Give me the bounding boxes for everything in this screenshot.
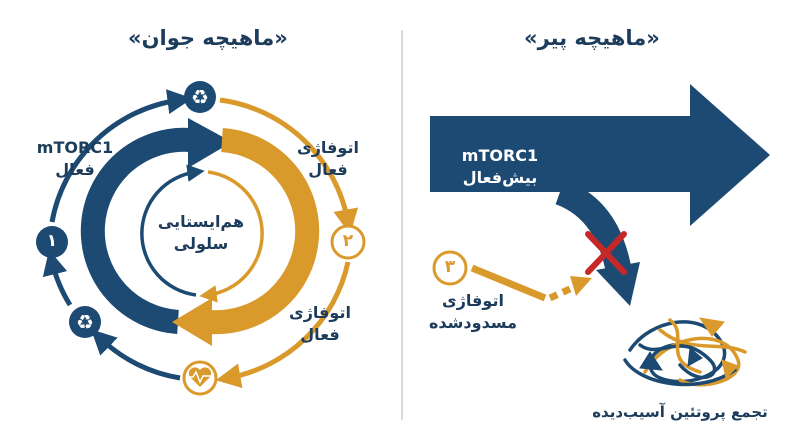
recycle-icon: ♻: [184, 81, 216, 113]
mtorc1-hyperactive-label: mTORC1 بیش‌فعال: [461, 146, 539, 187]
young-muscle-title: «ماهیچه جوان»: [128, 26, 288, 50]
hyperactive-mtorc-arrow: [430, 84, 770, 226]
outer-arrow-gold-bottom: [215, 261, 351, 389]
inner-arrow-navy: [80, 127, 191, 334]
inner-cycle: [80, 118, 320, 346]
cellular-homeostasis-label: هم‌ایستایی سلولی: [157, 212, 245, 253]
damaged-protein-aggregate-label: تجمع پروتئین آسیب‌دیده: [592, 403, 768, 421]
inner-arrow-gold: [209, 128, 320, 335]
panel-divider: [401, 30, 403, 420]
inner-arrow-gold-head: [172, 298, 212, 346]
outer-arrow-navy-bottom: [90, 329, 181, 381]
blocked-autophagy-path: [470, 264, 592, 302]
recycle-icon: ♻: [69, 306, 101, 338]
outer-arrow-navy-left: [42, 249, 73, 307]
step-badge-3: [432, 250, 468, 286]
step-badge-1: [36, 226, 68, 258]
block-x-icon: [585, 231, 627, 275]
autophagy-active-top-label: اتوفاژی فعال: [297, 138, 359, 179]
mtorc1-active-label: mTORC1 فعال: [36, 138, 114, 179]
inner-thin-gold: [199, 170, 264, 303]
step-1-number: ۱: [46, 231, 58, 251]
svg-text:♻: ♻: [191, 85, 209, 109]
svg-text:♻: ♻: [76, 310, 94, 334]
outer-arrow-navy-top: [49, 89, 193, 223]
outer-arrow-gold-right: [219, 97, 359, 235]
autophagy-active-bottom-label: اتوفاژی فعال: [289, 303, 351, 344]
heart-pulse-icon: [182, 360, 218, 396]
protein-aggregate-icon: [623, 317, 747, 387]
inner-arrow-navy-head: [188, 118, 232, 168]
step-badge-2: [330, 224, 366, 260]
step-2-number: ۲: [342, 231, 354, 251]
old-muscle-title: «ماهیچه پیر»: [524, 26, 660, 50]
step-3-number: ۳: [444, 257, 456, 277]
outer-cycle: [42, 89, 359, 389]
inner-thin-navy: [140, 164, 205, 297]
autophagy-blocked-label: اتوفاژی مسدودشده: [428, 291, 517, 332]
